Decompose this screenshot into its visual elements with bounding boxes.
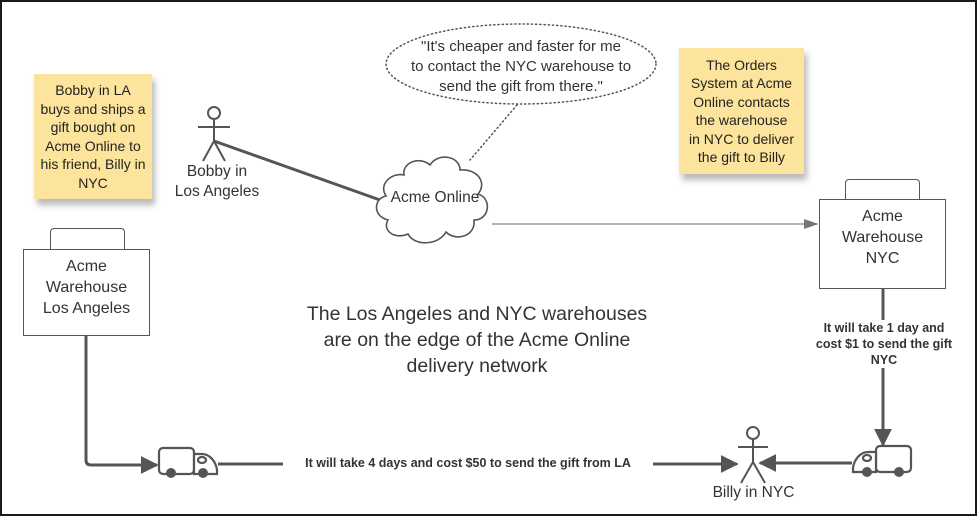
cloud-icon: [375, 156, 489, 244]
bobby-actor-icon: [198, 106, 230, 162]
sticky-note-orders-system: The Orders System at Acme Online contact…: [679, 48, 804, 174]
truck-icon-nyc: [851, 444, 913, 477]
bobby-actor-label: Bobby in Los Angeles: [174, 163, 260, 200]
speech-bubble-tail: [469, 104, 518, 161]
acme-online-cloud-label: Acme Online: [390, 189, 480, 206]
truck-icon-la: [157, 446, 219, 478]
la-warehouse-to-truck-connector: [84, 335, 159, 474]
speech-bubble-outline: [385, 23, 657, 105]
billy-actor-icon: [738, 426, 768, 484]
billy-actor-label: Billy in NYC: [712, 484, 795, 501]
bobby-to-cloud-connector: [213, 139, 381, 202]
nyc-warehouse-handle: [845, 179, 920, 200]
nyc-route-label: It will take 1 day and cost $1 to send t…: [808, 320, 960, 368]
speech-bubble-text: "It's cheaper and faster for me to conta…: [410, 38, 632, 95]
la-route-label: It will take 4 days and cost $50 to send…: [283, 455, 653, 471]
warehouse-nyc: Acme Warehouse NYC: [819, 199, 946, 289]
sticky-note-bobby: Bobby in LA buys and ships a gift bought…: [34, 74, 152, 199]
center-caption: The Los Angeles and NYC warehouses are o…: [306, 303, 648, 377]
warehouse-la: Acme Warehouse Los Angeles: [23, 249, 150, 336]
la-warehouse-handle: [50, 228, 125, 249]
